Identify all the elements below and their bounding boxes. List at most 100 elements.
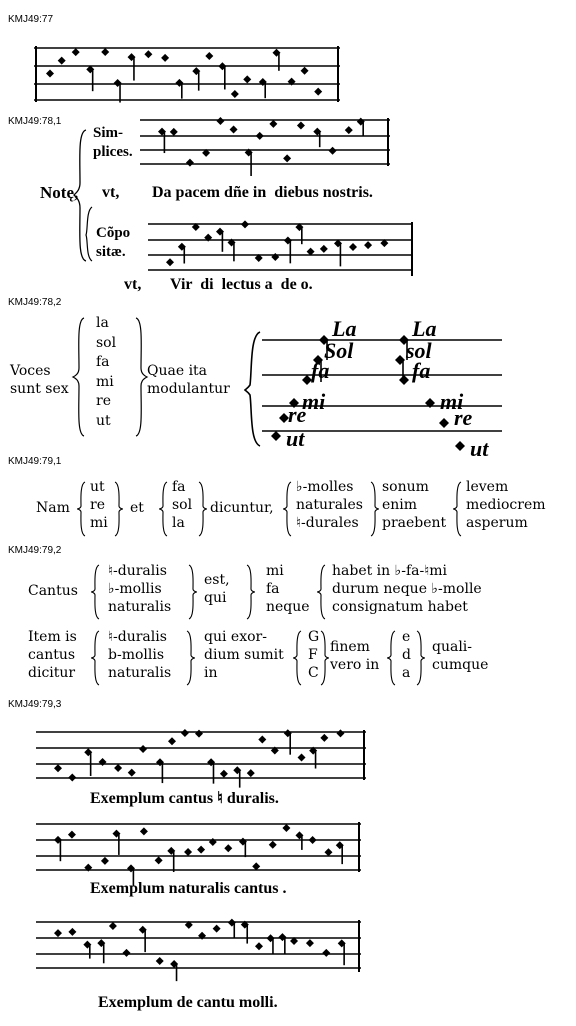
- caption-mollis: Exemplum de cantu molli.: [98, 994, 278, 1011]
- neume-note: [300, 66, 309, 75]
- neume-note: [243, 75, 252, 84]
- neume-note: [271, 252, 280, 261]
- vt-label-2: vt,: [124, 276, 142, 293]
- hexachord-syllable-label: re: [454, 405, 473, 430]
- neume-note: [155, 957, 164, 966]
- neume-note: [320, 733, 329, 742]
- neume-note: [197, 845, 206, 854]
- est-qui-list: est,qui: [204, 572, 230, 606]
- notae-label: Notę,: [40, 183, 79, 202]
- neume-note: [313, 127, 322, 136]
- neume-note: [306, 247, 315, 256]
- syllable-list: la sol fa mi re ut: [96, 315, 117, 429]
- hexachord-syllable-label: La: [411, 316, 436, 341]
- neume-note: [208, 837, 217, 846]
- neume-note: [84, 863, 93, 872]
- qualicumque-list: quali-cumque: [432, 639, 489, 673]
- neume-note: [68, 927, 77, 936]
- ref-label-79-3: KMJ49:79,3: [8, 699, 62, 710]
- neume-note: [258, 735, 267, 744]
- chant-staff-composita: [148, 220, 413, 276]
- neume-note: [207, 758, 216, 767]
- neume-note: [227, 918, 236, 927]
- ref-label-78-2: KMJ49:78,2: [8, 297, 62, 308]
- neume-note: [84, 748, 93, 757]
- neume-note: [57, 56, 66, 65]
- neume-note: [224, 844, 233, 853]
- neume-note: [344, 126, 353, 135]
- brace-fa-sol-la-open: [158, 481, 168, 537]
- neume-note: [241, 220, 250, 229]
- ref-label-78-1: KMJ49:78,1: [8, 116, 62, 127]
- hexachord-syllable-label: sol: [405, 338, 433, 363]
- hexachord-syllable-label: fa: [311, 358, 329, 383]
- brace-sound: [452, 481, 462, 537]
- brace-staff-pair: [243, 331, 261, 447]
- neume-note: [101, 47, 110, 56]
- caption-duralis: Exemplum cantus ♮ duralis.: [90, 790, 279, 807]
- brace-gfc: [292, 630, 302, 686]
- neume-note: [97, 939, 106, 948]
- neume-note: [252, 862, 261, 871]
- vt-label-1: vt,: [102, 184, 120, 201]
- hexachord-syllable-label: fa: [412, 358, 430, 383]
- neume-note: [46, 69, 54, 78]
- neume-note: [194, 729, 203, 738]
- neume-note: [324, 848, 333, 857]
- neume-note: [455, 441, 465, 451]
- neume-note: [244, 148, 253, 157]
- neume-note: [238, 837, 247, 846]
- neume-note: [202, 148, 211, 157]
- hexachord-syllable-label: ut: [470, 436, 489, 461]
- brace-est-qui: [246, 564, 256, 620]
- neume-note: [279, 413, 289, 423]
- neume-note: [283, 154, 292, 163]
- neume-note: [227, 238, 236, 247]
- chant-staff-duralis: [36, 728, 366, 788]
- neume-note: [185, 158, 194, 167]
- neume-note: [71, 48, 80, 57]
- neume-note: [348, 242, 357, 251]
- neume-note: [155, 758, 164, 767]
- neume-note: [268, 840, 277, 849]
- nam-label: Nam: [36, 500, 70, 516]
- neume-note: [219, 769, 228, 778]
- neume-note: [122, 948, 131, 957]
- hexachord-syllable-label: Sol: [324, 338, 354, 363]
- neume-note: [198, 931, 207, 940]
- neume-note: [180, 728, 189, 737]
- neume-note: [184, 848, 193, 857]
- neume-group: [46, 47, 323, 103]
- neume-note: [83, 940, 92, 949]
- neume-note: [290, 936, 299, 945]
- caption-naturalis: Exemplum naturalis cantus .: [90, 880, 287, 897]
- hexachord-syllable-label: re: [288, 402, 307, 427]
- neume-note: [54, 764, 62, 773]
- neume-note: [328, 146, 337, 155]
- neume-note: [289, 398, 299, 408]
- neume-note: [309, 746, 318, 755]
- neume-note: [283, 729, 292, 738]
- brace-nam: [76, 481, 86, 537]
- ref-label-79-2: KMJ49:79,2: [8, 545, 62, 556]
- brace-eda-close: [416, 630, 426, 686]
- neume-note: [282, 823, 291, 832]
- neume-note: [337, 939, 346, 948]
- brace-qualities-close: [370, 481, 380, 537]
- neume-note: [68, 773, 77, 782]
